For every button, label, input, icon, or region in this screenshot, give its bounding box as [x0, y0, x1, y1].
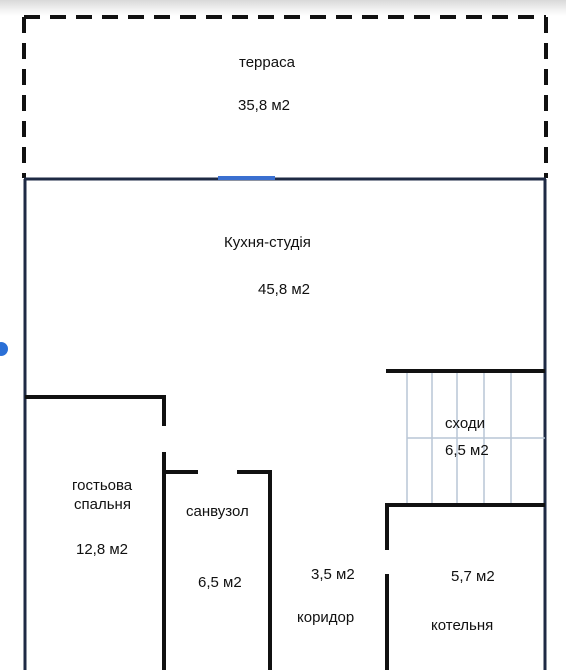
bathroom-area: 6,5 м2: [198, 574, 242, 591]
stairs-label: сходи: [445, 415, 485, 432]
boiler-room-label: котельня: [431, 617, 494, 634]
terrace-outline: [22, 15, 548, 178]
guest-bedroom-area: 12,8 м2: [76, 541, 129, 558]
stair-steps: [406, 373, 545, 503]
kitchen-label: Кухня-студія: [224, 234, 311, 251]
guest-bedroom-label-line2: спальня: [74, 496, 131, 513]
screenshot-top-shadow: [0, 0, 566, 16]
house-outline: [23, 177, 547, 670]
stairs-area: 6,5 м2: [445, 442, 489, 459]
corridor-label: коридор: [297, 609, 355, 626]
terrace-label: терраса: [239, 54, 295, 71]
marker-dot: [0, 342, 8, 356]
interior-walls: [25, 369, 545, 670]
corridor-area: 3,5 м2: [311, 566, 355, 583]
bathroom-label: санвузол: [186, 503, 249, 520]
terrace-area: 35,8 м2: [238, 97, 291, 114]
guest-bedroom-label-line1: гостьова: [72, 477, 133, 494]
kitchen-area: 45,8 м2: [258, 281, 311, 298]
boiler-room-area: 5,7 м2: [451, 568, 495, 585]
